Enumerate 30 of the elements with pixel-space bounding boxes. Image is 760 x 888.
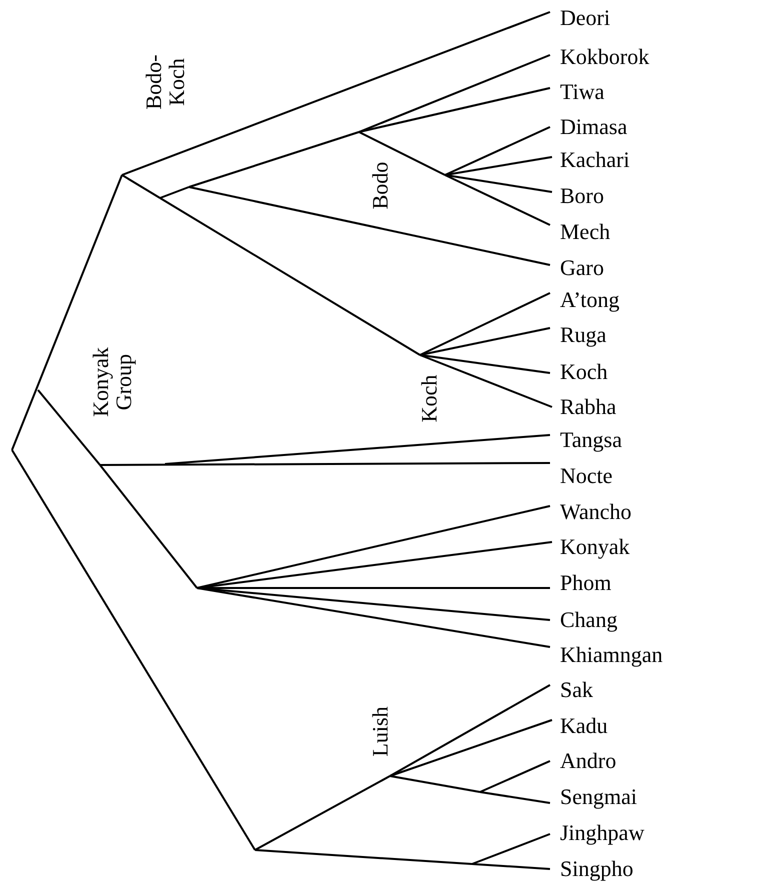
language-name: A’tong — [560, 289, 620, 311]
language-name: Andro — [560, 750, 616, 772]
language-name: Khiamngan — [560, 644, 663, 666]
clade-label: Bodo — [368, 160, 392, 211]
language-name: Konyak — [560, 536, 630, 558]
language-name: Tiwa — [560, 81, 604, 103]
language-name: Sengmai — [560, 786, 637, 808]
language-name: Tangsa — [560, 429, 622, 451]
language-name: Kokborok — [560, 46, 650, 68]
language-name: Chang — [560, 609, 618, 631]
language-name: Deori — [560, 7, 610, 29]
language-name: Kachari — [560, 149, 630, 171]
language-name: Kadu — [560, 715, 608, 737]
clade-label: Koch — [417, 373, 441, 424]
language-name: Dimasa — [560, 116, 628, 138]
language-name: Sak — [560, 679, 593, 701]
clade-label: Bodo- Koch — [142, 54, 188, 112]
language-name: Koch — [560, 361, 608, 383]
language-name: Ruga — [560, 324, 606, 346]
clade-label: Konyak Group — [88, 346, 136, 419]
language-name: Singpho — [560, 858, 634, 880]
language-name: Jinghpaw — [560, 822, 644, 844]
language-name: Nocte — [560, 465, 613, 487]
language-name: Rabha — [560, 396, 616, 418]
language-name: Mech — [560, 221, 610, 243]
language-name: Wancho — [560, 501, 632, 523]
language-name: Garo — [560, 257, 604, 279]
language-name: Boro — [560, 185, 604, 207]
language-name: Phom — [560, 572, 612, 594]
clade-label: Luish — [368, 704, 392, 758]
